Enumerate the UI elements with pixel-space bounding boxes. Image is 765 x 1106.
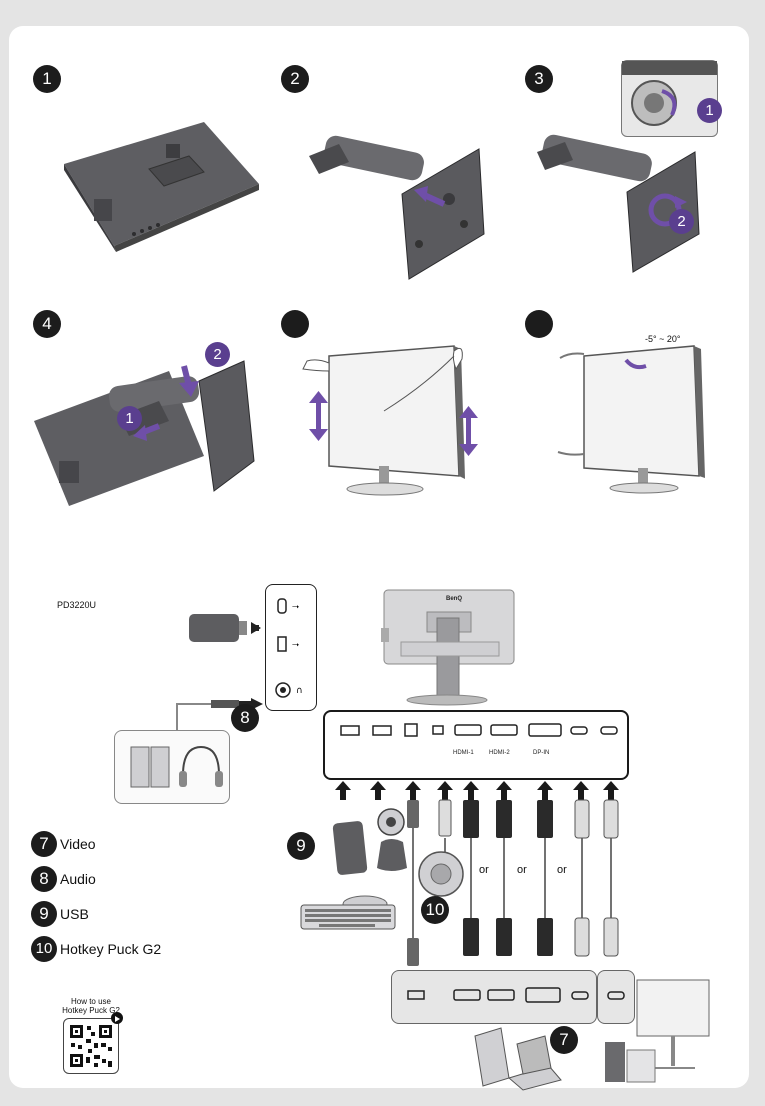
legend-label-usb: USB — [60, 906, 89, 922]
usb-stick-and-audio-cable — [189, 614, 263, 710]
svg-text:∩: ∩ — [296, 686, 303, 696]
port-label-hdmi2: HDMI-2 — [489, 750, 510, 756]
legend-number-puck: 10 — [31, 936, 57, 962]
thunderbolt-port-panel — [597, 970, 635, 1024]
video-section-number: 7 — [550, 1026, 578, 1054]
play-icon — [111, 1012, 123, 1024]
qr-caption-line-1: How to use — [70, 997, 112, 1006]
legend-row-usb: 9 USB — [31, 901, 89, 927]
rear-port-panel: HDMI-1 HDMI-2 DP-IN — [323, 710, 629, 780]
step3-callout-2: 2 — [669, 209, 694, 234]
step-number-6 — [525, 310, 553, 338]
step-number-2: 2 — [281, 65, 309, 93]
qr-caption: How to use Hotkey Puck G2 — [47, 997, 135, 1015]
legend-row-puck: 10 Hotkey Puck G2 — [31, 936, 161, 962]
speakers-headphones-box — [114, 730, 230, 804]
step3-callout-1: 1 — [697, 98, 722, 123]
step2-stand-illustration — [309, 135, 485, 280]
step3-stand-illustration — [537, 134, 700, 273]
step1-monitor-illustration — [64, 122, 259, 252]
qr-caption-line-2: Hotkey Puck G2 — [62, 1006, 120, 1015]
svg-text:⭢: ⭢ — [292, 602, 299, 612]
step5-height-adjust-illustration — [302, 345, 478, 496]
step-number-3: 3 — [525, 65, 553, 93]
svg-text:⭢: ⭢ — [292, 640, 299, 650]
port-up-arrows — [335, 781, 619, 800]
port-label-hdmi1: HDMI-1 — [453, 750, 474, 756]
pc-and-laptop-icon — [474, 1027, 562, 1091]
tilt-angle-label: -5° ~ 20° — [645, 334, 681, 344]
legend-label-puck: Hotkey Puck G2 — [60, 941, 162, 957]
step-number-1: 1 — [33, 65, 61, 93]
keyboard-icon — [300, 904, 396, 930]
legend-row-audio: 8 Audio — [31, 866, 96, 892]
step4-monitor-illustration — [34, 360, 255, 506]
monitor-brand-logo: BenQ — [446, 596, 463, 602]
step4-callout-2: 2 — [205, 342, 230, 367]
legend-number-usb: 9 — [31, 901, 57, 927]
audio-section-number: 8 — [231, 704, 259, 732]
cables-illustration — [407, 799, 619, 966]
step4-callout-1: 1 — [117, 406, 142, 431]
hotkey-puck-icon — [418, 851, 464, 897]
monitor-back-illustration — [381, 589, 515, 706]
external-monitor-and-drives-icon — [605, 979, 710, 1083]
or-label-2: or — [517, 864, 527, 876]
puck-section-number: 10 — [421, 896, 449, 924]
step6-tilt-illustration — [557, 345, 705, 494]
or-label-1: or — [479, 864, 489, 876]
legend-number-audio: 8 — [31, 866, 57, 892]
step-number-4: 4 — [33, 310, 61, 338]
step-number-5 — [281, 310, 309, 338]
model-name: PD3220U — [57, 600, 97, 610]
qr-code[interactable] — [63, 1018, 119, 1074]
or-label-3: or — [557, 864, 567, 876]
legend-label-video: Video — [60, 836, 96, 852]
pc-port-panel — [391, 970, 597, 1024]
side-port-panel: ⭢ ⭢ ∩ — [265, 584, 317, 711]
legend-label-audio: Audio — [60, 871, 96, 887]
port-label-dp-in: DP-IN — [533, 750, 550, 756]
legend-row-video: 7 Video — [31, 831, 96, 857]
instruction-sheet: 1 2 3 4 1 2 — [9, 26, 749, 1091]
usb-devices-illustration — [332, 808, 407, 913]
step3-zoom-inset — [621, 60, 718, 137]
usb-section-number: 9 — [287, 832, 315, 860]
legend-number-video: 7 — [31, 831, 57, 857]
